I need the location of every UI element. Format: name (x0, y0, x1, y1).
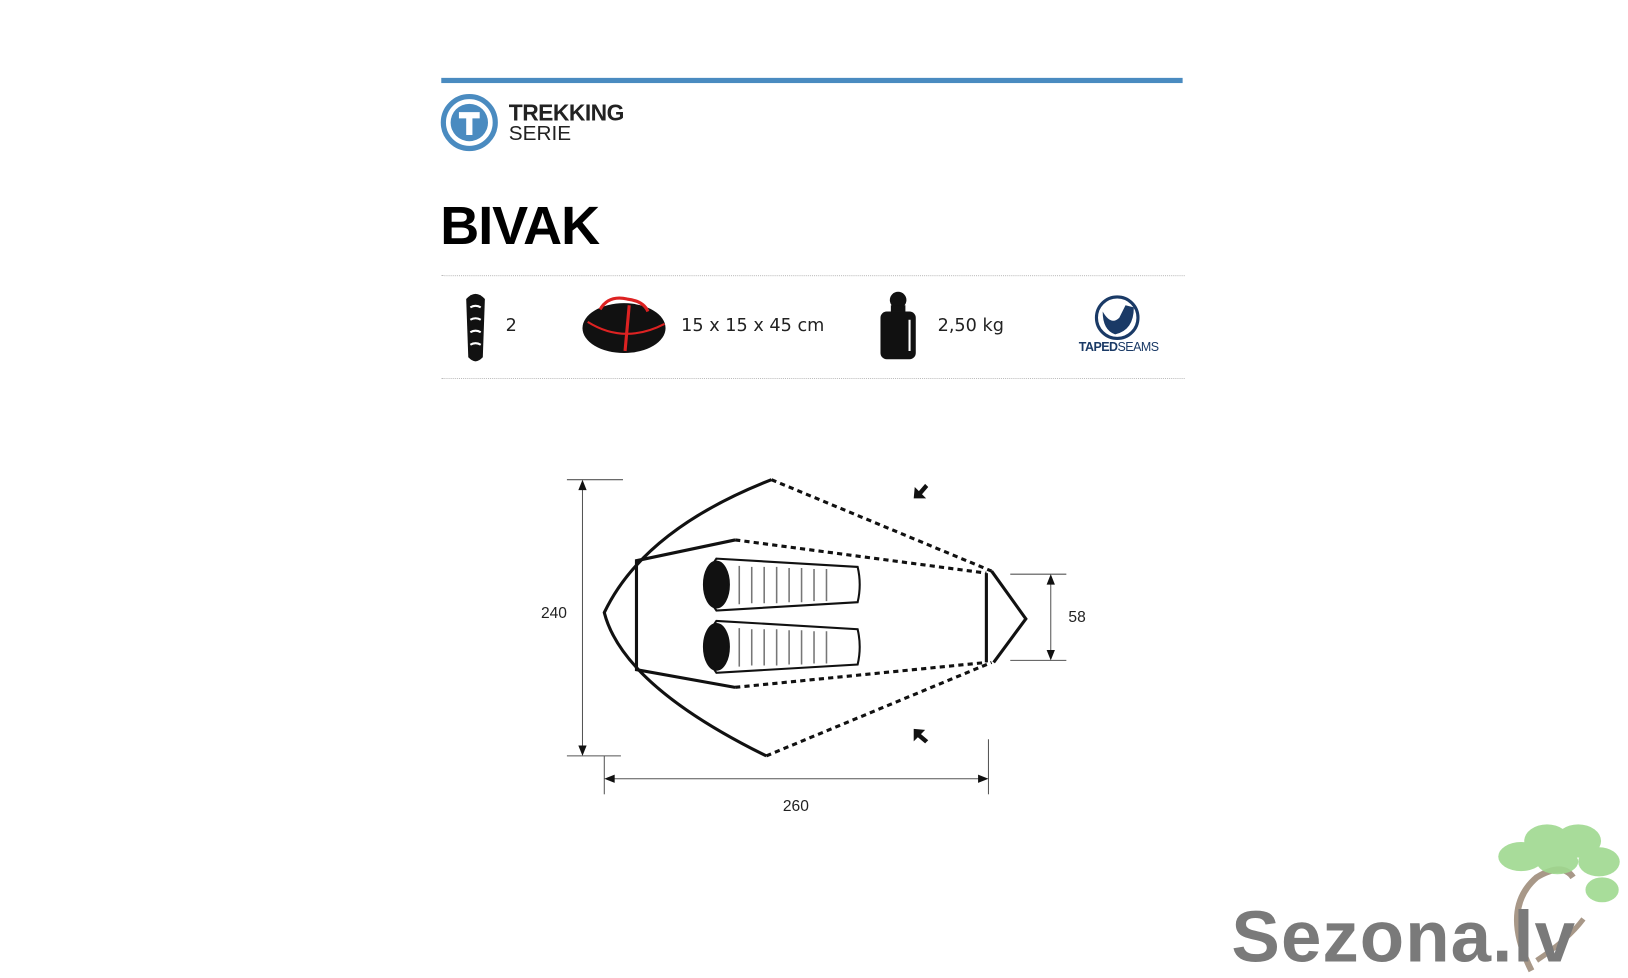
watermark-text: Sezona.lv (1231, 896, 1577, 978)
outer-fly-dashed (765, 478, 993, 758)
trekking-logo-icon (440, 93, 498, 152)
length-dimension-label: 260 (782, 797, 809, 816)
sleeping-bag-icon (466, 293, 485, 362)
weight-value: 2,50 kg (937, 315, 1004, 337)
divider (441, 377, 1185, 379)
tree-logo-icon (1498, 824, 1620, 973)
packed-size-value: 15 x 15 x 45 cm (681, 315, 825, 337)
product-title: BIVAK (440, 196, 600, 257)
divider (441, 275, 1185, 277)
weight-icon (880, 291, 916, 360)
taped-seams-label: TAPEDSEAMS (1079, 340, 1159, 355)
sleeping-bag-1 (702, 557, 861, 612)
persons-value: 2 (505, 315, 517, 337)
brand-line-1: TREKKING (508, 99, 625, 126)
taped-rest: SEAMS (1117, 339, 1160, 355)
vestibule-outline (990, 570, 1028, 664)
vestibule-dimension-label: 58 (1068, 608, 1086, 627)
pack-bag-icon (582, 296, 666, 354)
top-accent-bar (441, 77, 1183, 84)
dimension-lines (566, 479, 1067, 795)
entrance-arrow-icons (913, 483, 929, 744)
inner-tent-dashed (734, 538, 987, 689)
outer-fly-outline (602, 478, 773, 758)
sleeping-bag-2 (702, 619, 861, 674)
inner-tent-outline (634, 538, 736, 689)
taped-seams-icon (1094, 295, 1140, 341)
taped-bold: TAPED (1078, 339, 1118, 355)
brand-line-2: SERIE (508, 122, 572, 146)
width-dimension-label: 240 (540, 604, 567, 622)
